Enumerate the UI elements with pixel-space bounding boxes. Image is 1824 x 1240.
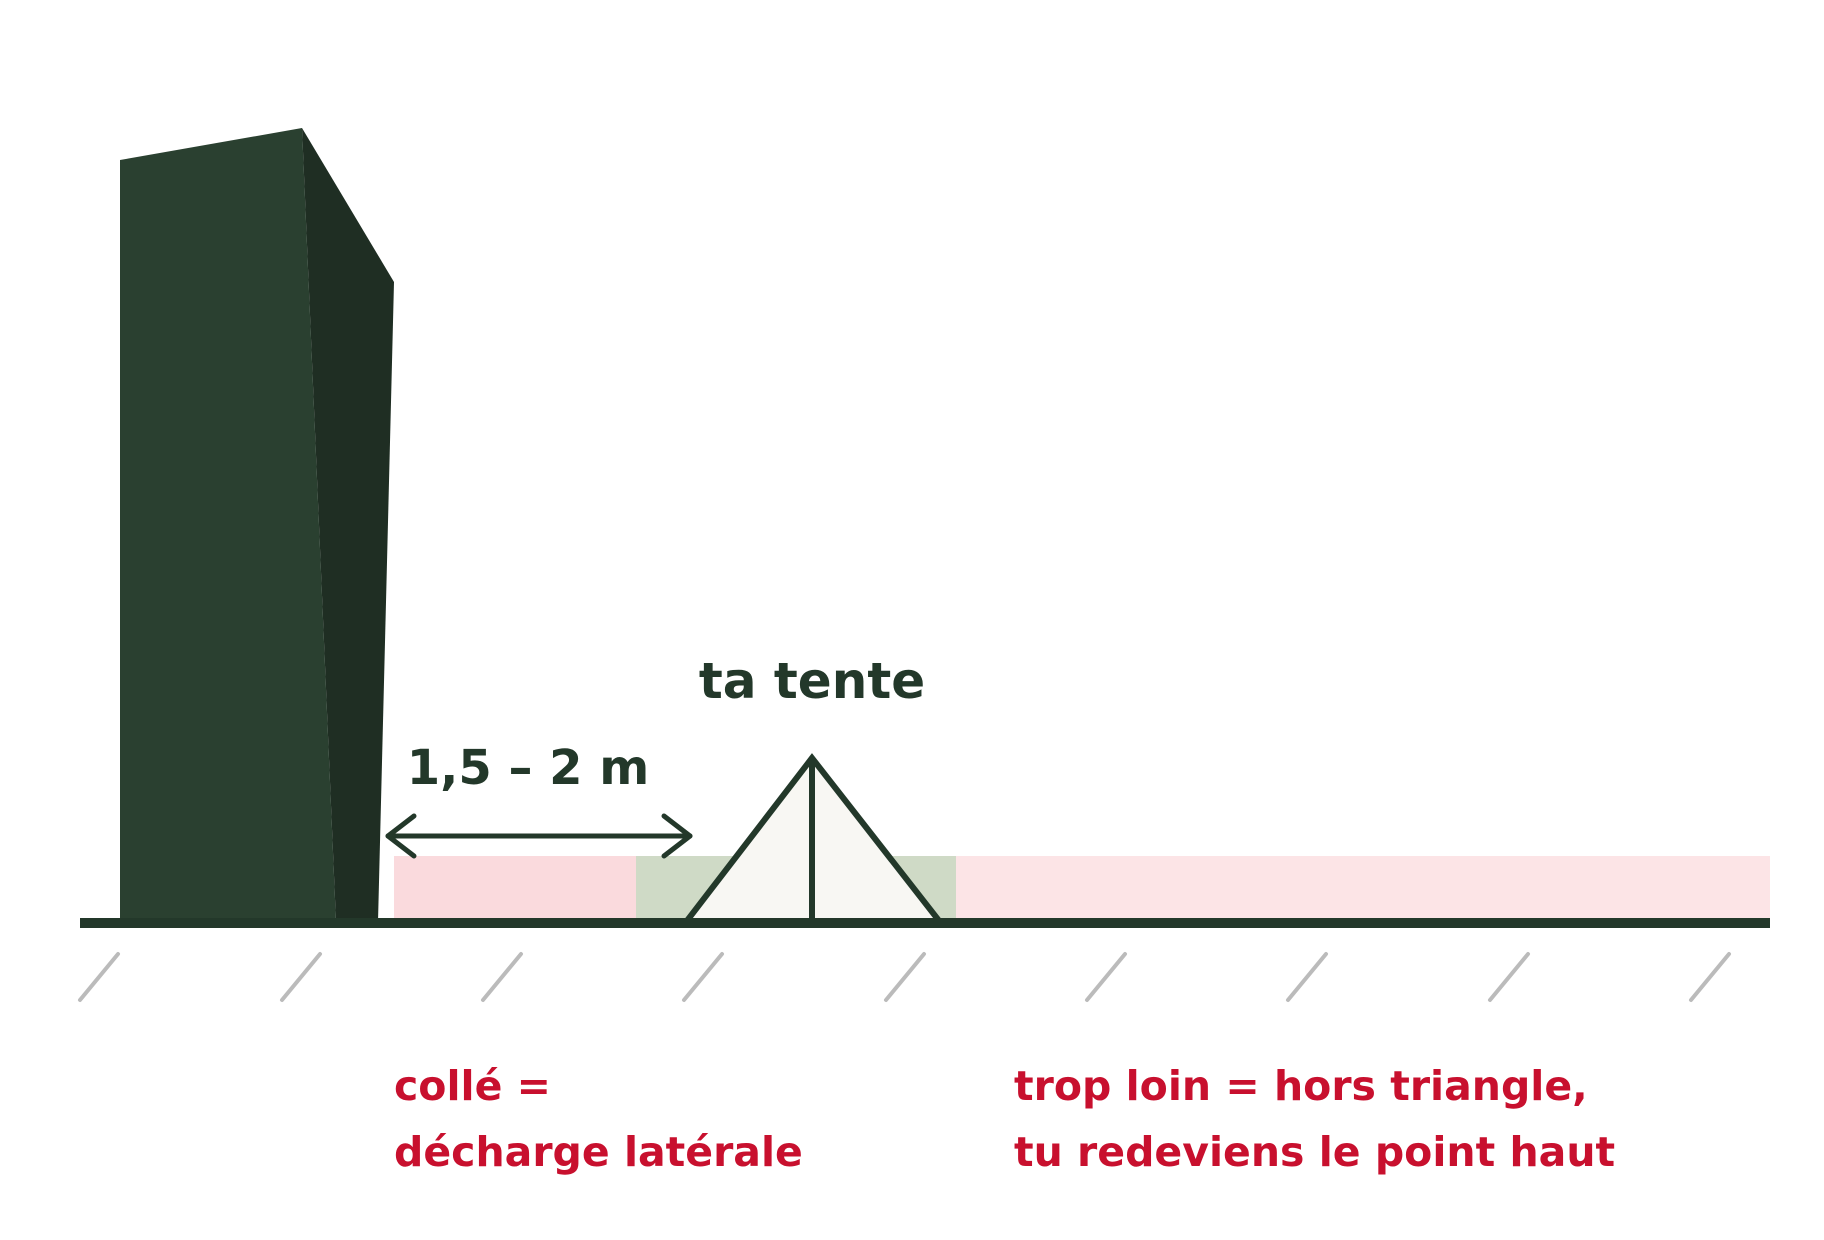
left-warning-line1: collé = — [394, 1062, 551, 1110]
tent — [679, 753, 947, 925]
ground-hatching — [78, 952, 1731, 1002]
right-warning: trop loin = hors triangle, tu redeviens … — [1014, 1062, 1615, 1176]
hatch-mark — [1488, 952, 1530, 1002]
tree-trunk — [120, 128, 394, 922]
right-warning-line2: tu redeviens le point haut — [1014, 1128, 1615, 1176]
tree-front-face — [120, 128, 336, 922]
left-warning: collé = décharge latérale — [394, 1062, 803, 1176]
tent-label: ta tente — [699, 652, 925, 710]
hatch-mark — [481, 952, 523, 1002]
distance-arrow — [385, 813, 693, 859]
hatch-mark — [78, 952, 120, 1002]
hatch-mark — [280, 952, 322, 1002]
hatch-mark — [884, 952, 926, 1002]
arrow-head-right — [661, 813, 693, 859]
right-warning-line1: trop loin = hors triangle, — [1014, 1062, 1588, 1110]
hatch-mark — [1085, 952, 1127, 1002]
ground-line — [80, 918, 1770, 928]
left-warning-line2: décharge latérale — [394, 1128, 803, 1176]
arrow-head-left — [385, 813, 417, 859]
danger-zone-far — [956, 856, 1770, 920]
hatch-mark — [1689, 952, 1731, 1002]
hatch-mark — [1286, 952, 1328, 1002]
distance-label: 1,5 – 2 m — [407, 740, 650, 796]
tree-side-face — [302, 128, 394, 922]
hatch-mark — [682, 952, 724, 1002]
danger-zone-near — [394, 856, 638, 920]
